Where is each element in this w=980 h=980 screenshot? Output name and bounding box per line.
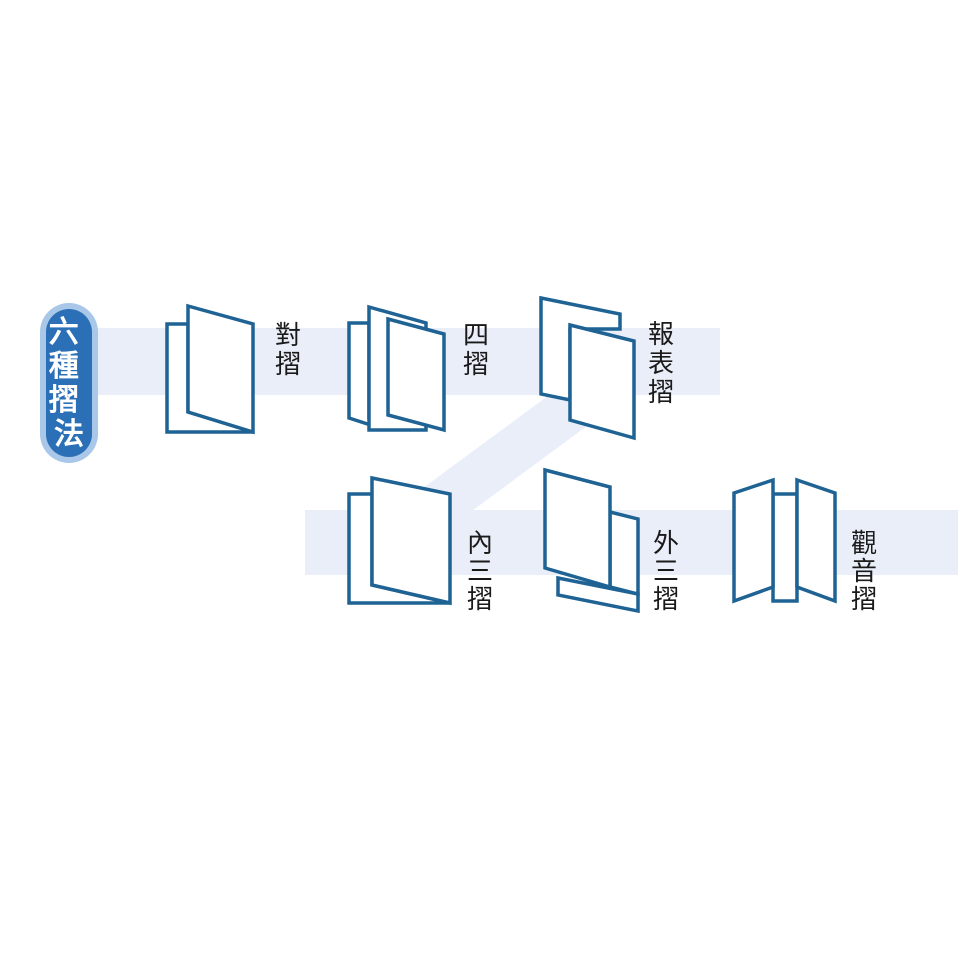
fold-quarter-icon (347, 304, 446, 433)
panel-left (732, 477, 775, 604)
panel-front (370, 475, 452, 606)
title-text: 六 種 摺 法 (49, 315, 89, 452)
panel-front (568, 322, 636, 441)
fold-gate-icon (732, 477, 837, 604)
panel-middle (608, 509, 640, 597)
fold-inner-tri-icon (347, 475, 452, 606)
panel-front (186, 303, 255, 435)
panel-right (795, 477, 837, 604)
badge-inner (46, 309, 92, 457)
fold-inner-tri-label: 內 三 摺 (467, 529, 501, 615)
panel-front (386, 316, 446, 433)
fold-gate-label: 觀 音 摺 (851, 529, 885, 615)
panel-center (771, 492, 799, 603)
fold-quarter-label: 四 摺 (463, 321, 497, 380)
fold-newspaper-label: 報 表 摺 (648, 320, 682, 408)
fold-outer-tri-icon (543, 467, 640, 614)
title-badge: 六 種 摺 法 (40, 303, 98, 463)
fold-outer-tri-label: 外 三 摺 (653, 529, 687, 615)
fold-half-icon (165, 303, 255, 435)
panel-front (543, 467, 612, 590)
fold-newspaper-icon (539, 295, 636, 441)
fold-half-label: 對 摺 (275, 321, 309, 380)
